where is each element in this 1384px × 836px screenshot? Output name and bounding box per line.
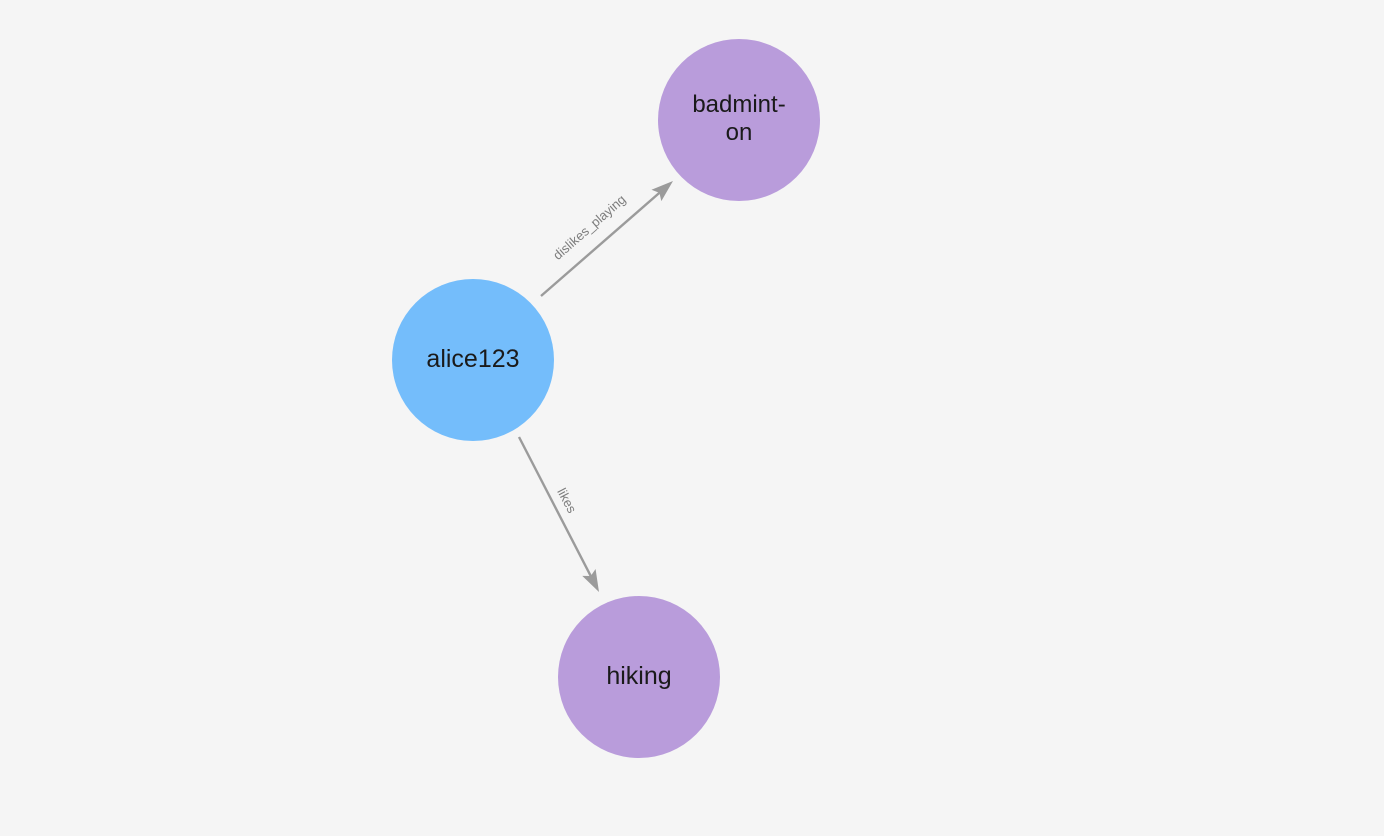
node-circle-alice123[interactable] [392, 279, 554, 441]
node-alice123[interactable]: alice123 [392, 279, 554, 441]
edge-dislikes-playing[interactable]: dislikes_playing [540, 181, 673, 297]
arrowhead-icon-likes [582, 569, 599, 592]
edge-line-likes[interactable] [517, 436, 593, 579]
edge-likes[interactable]: likes [517, 436, 599, 592]
node-circle-hiking[interactable] [558, 596, 720, 758]
node-circle-badminton[interactable] [658, 39, 820, 201]
node-hiking[interactable]: hiking [558, 596, 720, 758]
arrowhead-icon-dislikes-playing [651, 181, 673, 202]
node-badminton[interactable]: badmint-on [658, 39, 820, 201]
edge-line-dislikes-playing[interactable] [540, 190, 662, 297]
edge-label-dislikes-playing: dislikes_playing [550, 192, 629, 263]
node-layer: alice123 badmint-on hiking [392, 39, 820, 758]
